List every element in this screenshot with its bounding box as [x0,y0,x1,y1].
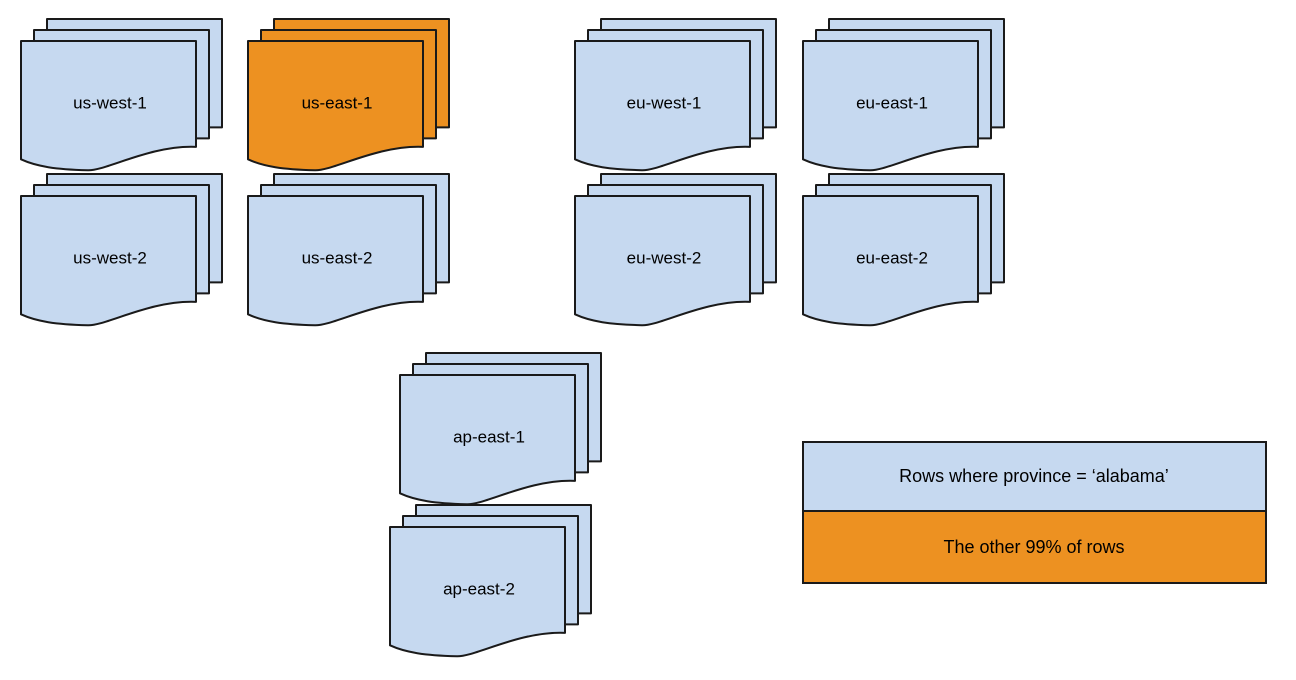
document-stack-ap-east-2[interactable]: ap-east-2 [389,504,592,658]
document-sheet-us-west-1-front [20,40,197,172]
document-sheet-eu-east-1-front [802,40,979,172]
legend-label-legend-blue: Rows where province = ‘alabama’ [899,466,1169,486]
document-sheet-us-east-2-front [247,195,424,327]
document-sheet-eu-west-1-front [574,40,751,172]
document-stack-us-west-2[interactable]: us-west-2 [20,173,223,327]
document-stack-us-east-2[interactable]: us-east-2 [247,173,450,327]
document-stack-label: us-east-1 [302,93,373,112]
legend-label-legend-orange: The other 99% of rows [943,537,1124,557]
document-sheet-us-east-1-front [247,40,424,172]
document-stack-eu-west-2[interactable]: eu-west-2 [574,173,777,327]
document-stack-label: us-west-2 [73,248,147,267]
document-stack-label: ap-east-2 [443,579,515,598]
document-stacks-layer: us-west-1 us-east-1 eu-west-1 eu-east-1 us-w… [20,18,1005,658]
document-stack-us-west-1[interactable]: us-west-1 [20,18,223,172]
document-stack-eu-east-1[interactable]: eu-east-1 [802,18,1005,172]
document-stack-label: us-east-2 [302,248,373,267]
document-stack-label: eu-east-1 [856,93,928,112]
document-sheet-eu-west-2-front [574,195,751,327]
document-stack-label: ap-east-1 [453,427,525,446]
document-sheet-us-west-2-front [20,195,197,327]
legend: Rows where province = ‘alabama’ The other… [802,441,1267,584]
document-stack-label: eu-east-2 [856,248,928,267]
legend-swatch-legend-orange [802,510,1267,584]
document-sheet-ap-east-2-front [389,526,566,658]
document-stack-eu-east-2[interactable]: eu-east-2 [802,173,1005,327]
document-stack-eu-west-1[interactable]: eu-west-1 [574,18,777,172]
document-stack-us-east-1[interactable]: us-east-1 [247,18,450,172]
document-stack-label: eu-west-1 [627,93,702,112]
legend-swatch-legend-blue [802,441,1267,512]
document-sheet-eu-east-2-front [802,195,979,327]
document-stack-label: eu-west-2 [627,248,702,267]
document-stack-ap-east-1[interactable]: ap-east-1 [399,352,602,506]
document-stack-label: us-west-1 [73,93,147,112]
